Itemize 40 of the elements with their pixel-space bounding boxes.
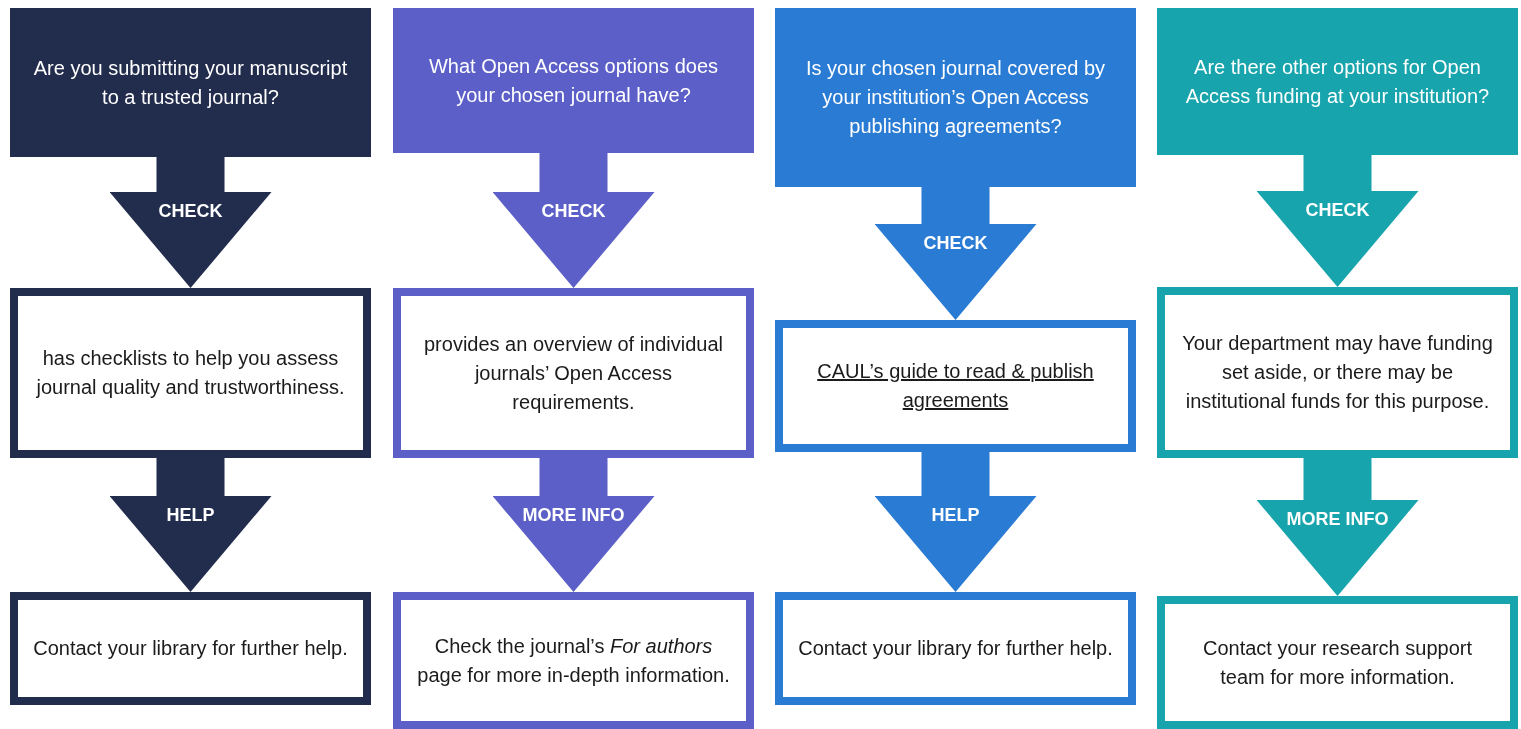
arrow [492,458,655,592]
resource-box [775,320,1136,452]
info-text: provides an overview of individual journals’ Open Access requirements. [422,331,725,415]
info-text: Your department may have funding set aside, or there may be institutional funds for this purpose. [1181,331,1494,414]
edge-label: CHECK [540,200,607,223]
arrow [874,187,1037,320]
edge-label: MORE INFO [1285,508,1390,531]
arrow [492,153,655,288]
arrow [874,452,1037,592]
question-box [393,8,754,153]
edge-label: CHECK [1304,199,1371,222]
resource-box [10,288,371,458]
contact-box [393,592,754,729]
arrow [109,157,272,288]
info-text: Contact your library for further help. [33,636,348,661]
question-text: Are you submitting your manuscript to a trusted journal? [32,55,349,110]
contact-box [1157,596,1518,729]
question-box [1157,8,1518,155]
edge-label: HELP [165,504,216,527]
edge-label: MORE INFO [521,504,626,527]
question-box [10,8,371,157]
question-text: Is your chosen journal covered by your institution’s Open Access publishing agreements? [804,56,1107,139]
contact-box [10,592,371,705]
info-text: Check the journal’s For authors page for more in-depth information. [416,633,731,688]
question-box [775,8,1136,187]
arrow [1256,458,1419,596]
link: CAUL’s guide to read & publish agreements [816,359,1095,413]
arrow [1256,155,1419,287]
resource-box [393,288,754,458]
arrow [109,458,272,592]
info-text: Contact your research support team for more information. [1202,635,1473,690]
edge-label: CHECK [922,232,989,255]
info-text: Contact your library for further help. [798,636,1113,661]
question-text: Are there other options for Open Access funding at your institution? [1184,54,1491,109]
edge-label: HELP [930,504,981,527]
info-text: has checklists to help you assess journal quality and trustworthiness. [35,346,346,400]
question-text: What Open Access options does your chosen journal have? [427,53,720,108]
edge-label: CHECK [157,200,224,223]
resource-box [1157,287,1518,458]
contact-box [775,592,1136,705]
